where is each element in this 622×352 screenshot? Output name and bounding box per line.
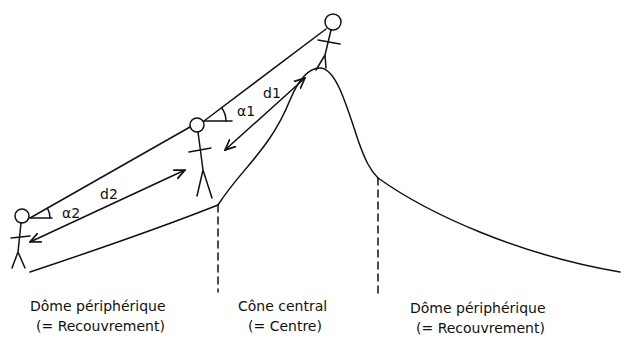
distance-arrow xyxy=(30,170,185,242)
zone-note: (= Recouvrement) xyxy=(416,320,545,336)
distance-label: d2 xyxy=(100,186,118,202)
boundary-line xyxy=(377,178,379,296)
boundary-line xyxy=(217,205,219,292)
zone-name: Dôme périphérique xyxy=(410,300,546,316)
zone-name: Dôme périphérique xyxy=(30,298,166,314)
stick-figure xyxy=(11,209,30,268)
peripheral-dome-left xyxy=(30,205,218,272)
zone-note: (= Recouvrement) xyxy=(36,318,165,334)
angle-label: α2 xyxy=(62,205,80,221)
peripheral-dome-right xyxy=(378,178,620,272)
sight-line xyxy=(204,29,326,121)
angle-arc xyxy=(47,208,50,218)
angle-label: α1 xyxy=(237,103,255,119)
central-cone xyxy=(218,68,378,205)
horizontal-reference xyxy=(204,120,232,122)
horizontal-reference xyxy=(30,217,52,219)
zone-name: Cône central xyxy=(238,298,327,314)
stick-figure xyxy=(316,14,341,70)
angle-arc xyxy=(222,108,226,121)
distance-arrow xyxy=(225,78,305,150)
distance-label: d1 xyxy=(263,85,281,101)
zone-note: (= Centre) xyxy=(248,318,322,334)
stick-figure xyxy=(189,118,212,198)
